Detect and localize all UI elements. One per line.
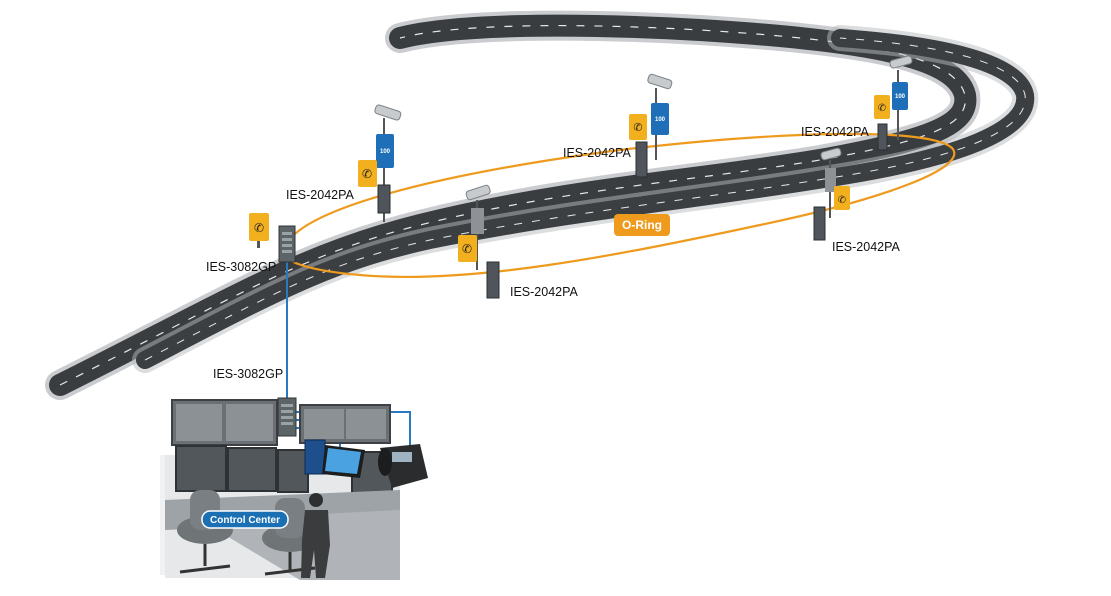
svg-text:✆: ✆ xyxy=(838,195,846,206)
svg-text:✆: ✆ xyxy=(254,221,264,235)
emergency-phone-icon: ✆ xyxy=(249,213,269,248)
industrial-switch-icon xyxy=(377,184,391,214)
industrial-switch-icon xyxy=(877,123,888,151)
station-ies2042-left: 100 ✆ IES-2042PA xyxy=(286,104,402,222)
cctv-camera-icon xyxy=(647,73,673,90)
industrial-switch-icon xyxy=(278,225,296,263)
sign-text-left: 100 xyxy=(380,149,391,155)
o-ring-badge: O-Ring xyxy=(614,214,670,236)
station-ies2042-right-top: 100 ✆ IES-2042PA xyxy=(801,55,913,151)
operator-icon xyxy=(301,493,330,578)
svg-text:✆: ✆ xyxy=(878,103,886,114)
cctv-camera-icon xyxy=(465,184,491,201)
svg-text:✆: ✆ xyxy=(462,242,472,256)
speed-sign-icon: 100 xyxy=(651,103,669,135)
sign-text-center: 100 xyxy=(655,117,666,123)
o-ring-label: O-Ring xyxy=(622,218,662,232)
industrial-switch-icon xyxy=(813,206,826,241)
cctv-camera-icon xyxy=(889,55,913,69)
desktop-pc-icon xyxy=(304,439,365,478)
station-ies2042-center: 100 ✆ IES-2042PA xyxy=(563,73,673,178)
svg-text:✆: ✆ xyxy=(362,167,372,181)
emergency-phone-icon: ✆ xyxy=(834,186,850,210)
speed-sign-icon: 100 xyxy=(892,82,908,110)
cctv-camera-icon xyxy=(374,104,402,121)
label-ies2042-left: IES-2042PA xyxy=(286,188,355,202)
industrial-switch-icon xyxy=(635,141,648,178)
speed-sign-icon: 100 xyxy=(376,134,394,168)
industrial-switch-icon xyxy=(486,261,500,299)
station-ies2042-right-bottom: ✆ IES-2042PA xyxy=(813,147,901,254)
sign-text-right: 100 xyxy=(895,94,906,100)
label-ies3082-field: IES-3082GP xyxy=(206,260,276,274)
svg-text:✆: ✆ xyxy=(633,121,642,134)
control-center-badge: Control Center xyxy=(201,510,289,529)
label-ies2042-mid: IES-2042PA xyxy=(510,285,579,299)
control-center-label: Control Center xyxy=(210,515,280,526)
cctv-camera-icon xyxy=(820,147,842,161)
emergency-phone-icon: ✆ xyxy=(629,114,647,140)
label-ies3082-control: IES-3082GP xyxy=(213,367,283,381)
label-ies2042-right-top: IES-2042PA xyxy=(801,125,870,139)
emergency-phone-icon: ✆ xyxy=(458,235,477,262)
emergency-phone-icon: ✆ xyxy=(874,95,890,119)
industrial-switch-icon xyxy=(277,397,297,437)
video-wall xyxy=(171,399,393,501)
highway-road xyxy=(45,10,1039,400)
station-ies3082-field: ✆ IES-3082GP xyxy=(206,213,296,274)
ip-phone-icon xyxy=(378,444,428,488)
o-ring-loop xyxy=(281,132,956,279)
emergency-phone-icon: ✆ xyxy=(358,160,377,187)
label-ies2042-center: IES-2042PA xyxy=(563,146,632,160)
station-ies2042-mid: ✆ IES-2042PA xyxy=(458,184,579,299)
label-ies2042-right-bottom: IES-2042PA xyxy=(832,240,901,254)
